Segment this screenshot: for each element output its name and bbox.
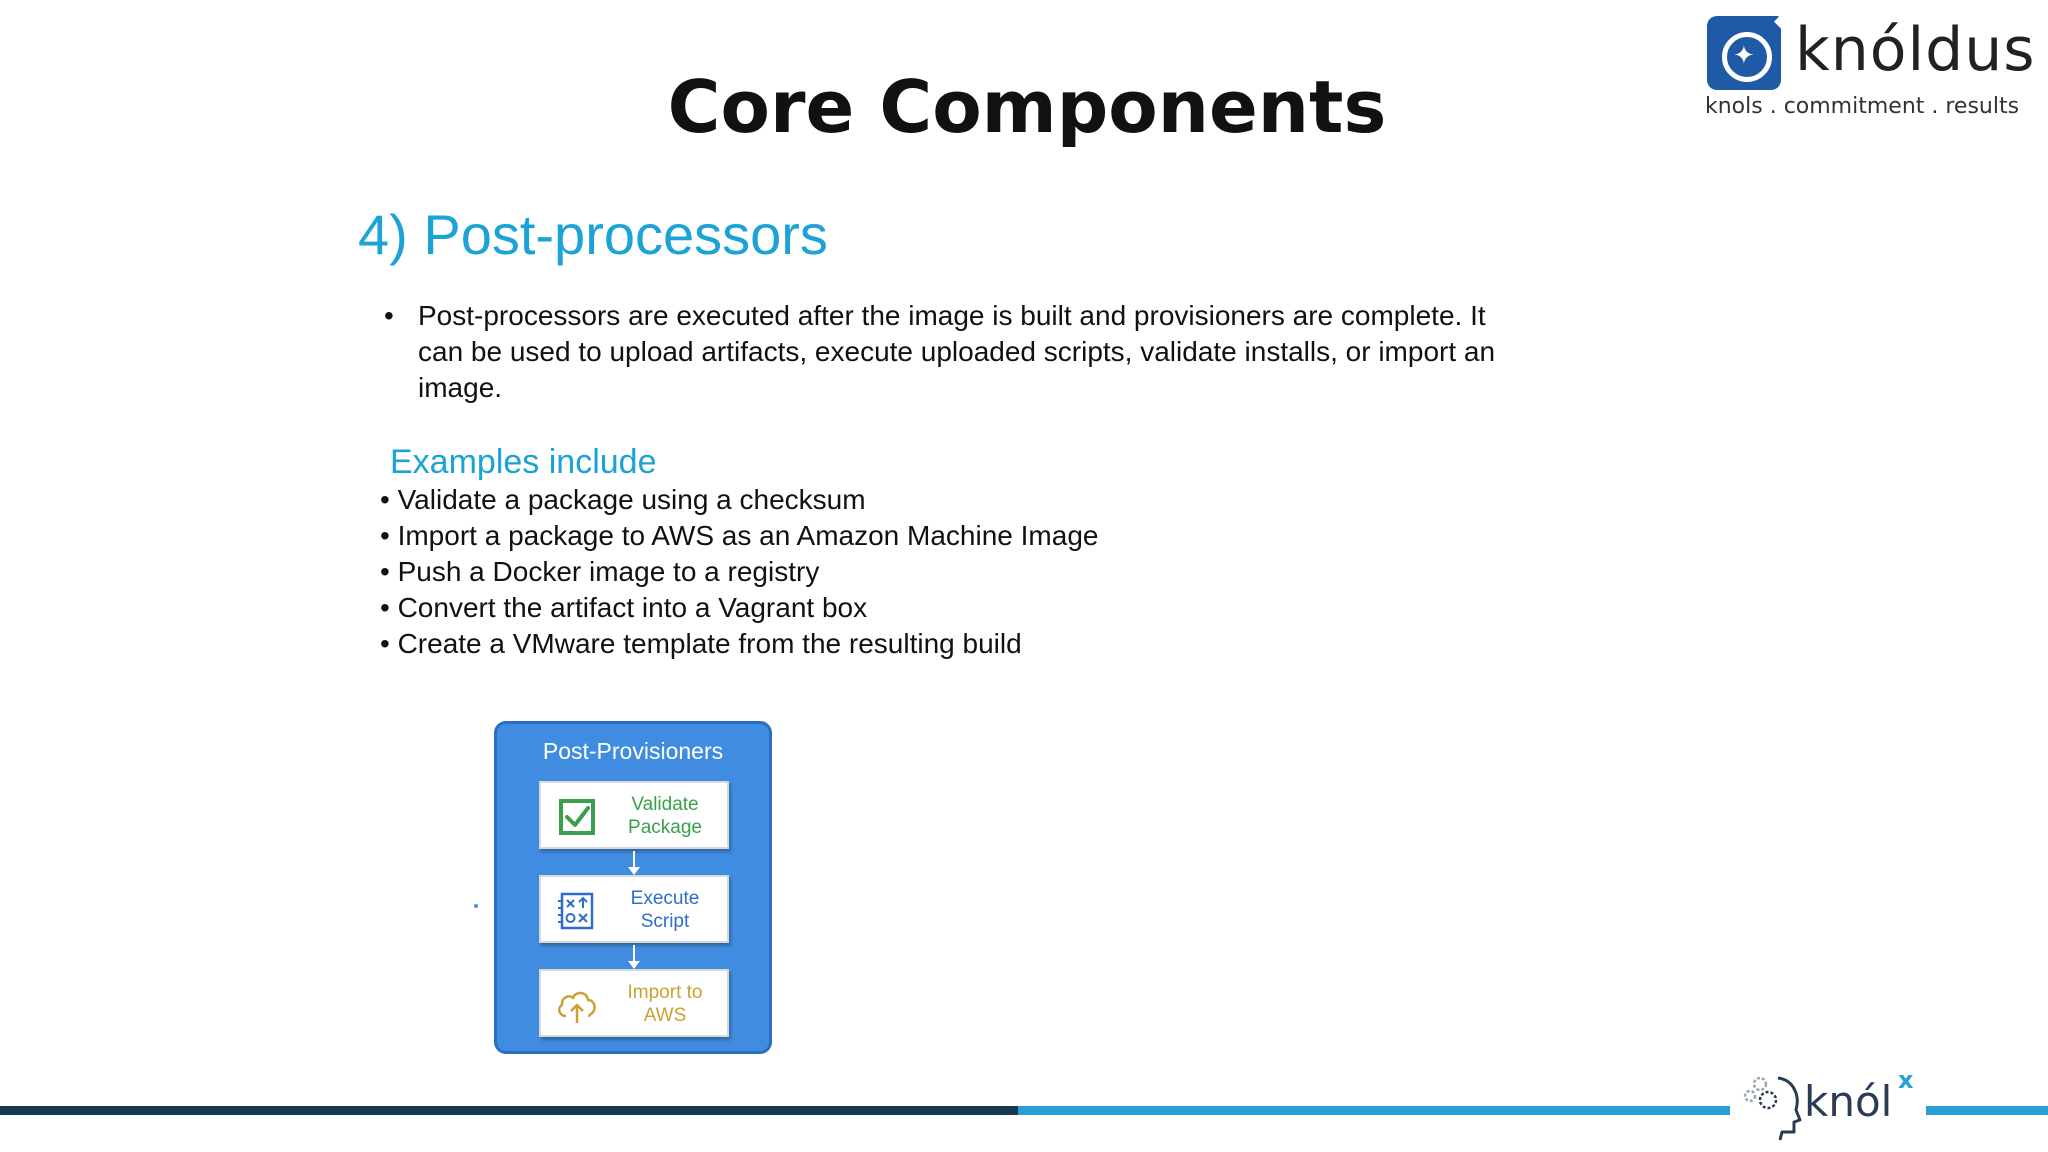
bullet-dot: • <box>384 300 394 331</box>
list-item: • Push a Docker image to a registry <box>380 556 820 587</box>
maple-leaf-icon: ✦ <box>1707 8 1800 90</box>
cloud-upload-icon <box>557 991 596 1023</box>
knoldus-logo: ✦ knóldus knols . commitment . results <box>1705 8 2035 124</box>
head-gears-icon <box>1743 1076 1802 1141</box>
diagram-step-validate: Validate Package <box>539 781 729 849</box>
list-item: • Convert the artifact into a Vagrant bo… <box>380 592 868 623</box>
diagram-title: Post-Provisioners <box>542 738 724 764</box>
connector-arrow <box>628 851 640 875</box>
slide-title: Core Components <box>667 65 1387 149</box>
section-heading: 4) Post-processors <box>358 203 828 266</box>
list-item: • Import a package to AWS as an Amazon M… <box>380 520 1099 551</box>
knolx-word: knól <box>1804 1077 1893 1126</box>
diagram-step-execute: Execute Script <box>539 875 729 943</box>
connector-arrow <box>628 945 640 969</box>
stray-dot <box>474 904 478 908</box>
logo-wordmark: knóldus <box>1795 15 2036 85</box>
knolx-badge: knól x <box>1730 1052 1926 1152</box>
list-item: • Validate a package using a checksum <box>380 484 866 515</box>
list-item: • Create a VMware template from the resu… <box>380 628 1022 659</box>
bottom-bar-dark <box>0 1106 1018 1115</box>
step-label: Import to AWS <box>627 982 703 1026</box>
diagram-step-import: Import to AWS <box>539 969 729 1037</box>
bottom-bar-light <box>1018 1106 2048 1115</box>
logo-tagline: knols . commitment . results <box>1705 94 2020 119</box>
examples-heading: Examples include <box>390 443 657 481</box>
knolx-superscript: x <box>1898 1066 1914 1094</box>
step-label: Validate Package <box>628 794 702 838</box>
description-text: Post-processors are executed after the i… <box>418 300 1496 403</box>
examples-list: • Validate a package using a checksum • … <box>380 482 1098 662</box>
step-label: Execute Script <box>630 888 700 932</box>
post-provisioners-diagram: Post-Provisioners Validate Package Execu… <box>494 721 772 1054</box>
script-icon <box>558 892 594 930</box>
checkbox-icon <box>559 799 595 835</box>
